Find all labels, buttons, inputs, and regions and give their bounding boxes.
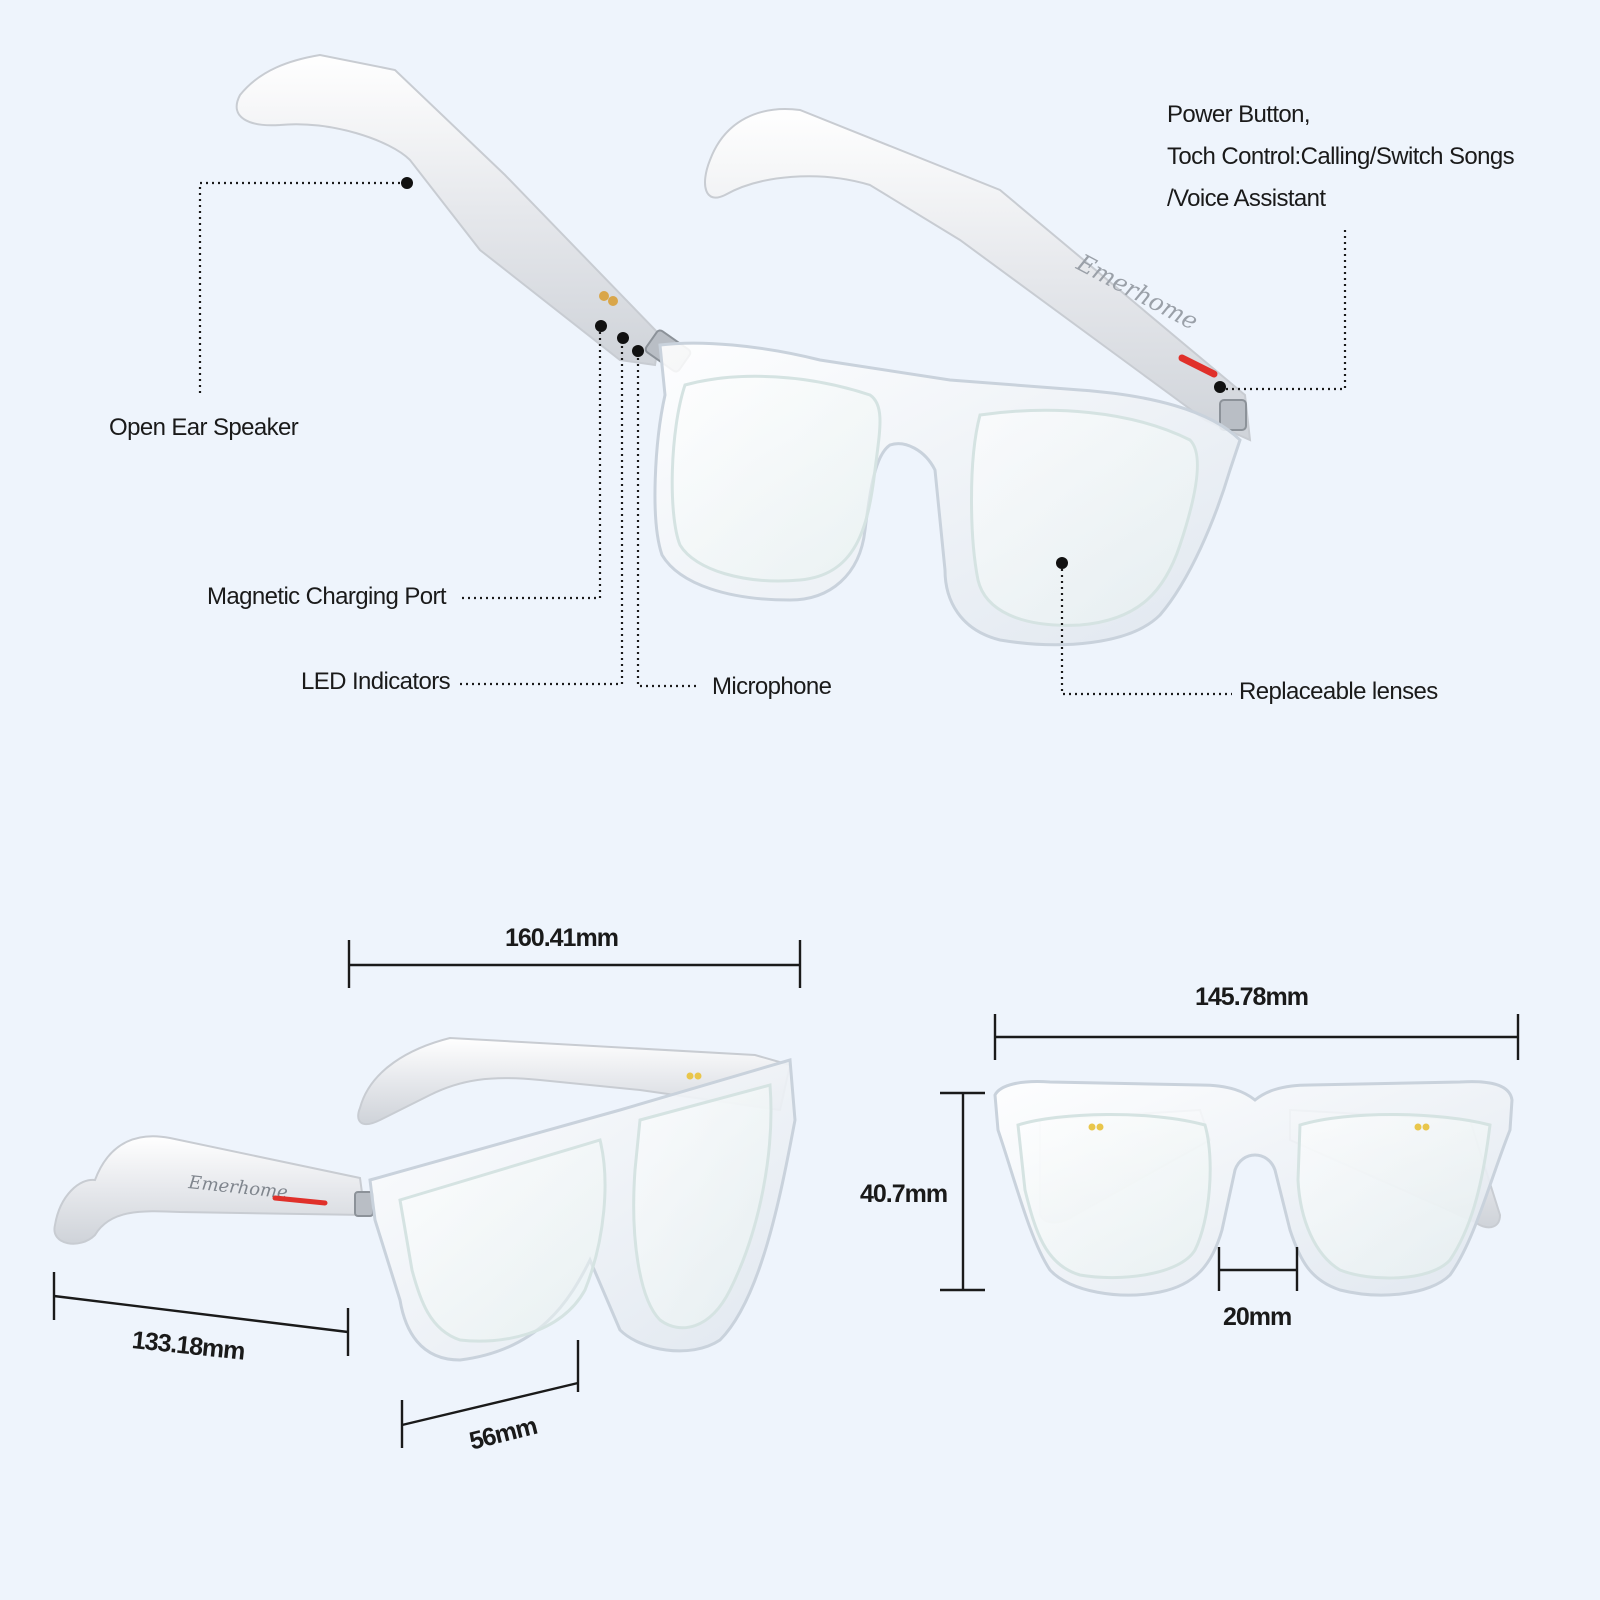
power-button-line-2: Toch Control:Calling/Switch Songs	[1167, 143, 1515, 170]
front-view-left-lens	[1016, 1113, 1212, 1280]
dim-frame-width: 145.78mm	[1195, 983, 1309, 1011]
callout-replaceable-lenses: Replaceable lenses	[1239, 678, 1438, 705]
dim-bridge-width: 20mm	[1223, 1303, 1292, 1331]
callout-led-indicators: LED Indicators	[301, 668, 451, 695]
power-button-line-3: /Voice Assistant	[1167, 185, 1326, 212]
dot-magnetic-port	[595, 320, 607, 332]
callout-power-button: Power Button, Toch Control:Calling/Switc…	[1167, 94, 1515, 220]
dot-microphone	[632, 345, 644, 357]
dot-led	[617, 332, 629, 344]
charging-contact	[1422, 1123, 1430, 1131]
dim-frame-height: 40.7mm	[860, 1180, 948, 1208]
right-temple-arm	[704, 108, 1252, 442]
charging-contact	[608, 296, 618, 306]
right-hinge	[1219, 399, 1247, 431]
glasses-side-view: Emerhome	[53, 1036, 797, 1362]
callout-open-ear-speaker: Open Ear Speaker	[109, 414, 299, 441]
dot-open-ear-speaker	[401, 177, 413, 189]
left-temple-arm	[235, 53, 662, 367]
side-view-right-lens	[632, 1083, 773, 1330]
dot-lens	[1056, 557, 1068, 569]
front-view-right-lens	[1296, 1113, 1492, 1280]
power-button-line-1: Power Button,	[1167, 101, 1311, 128]
side-view-left-lens	[398, 1138, 607, 1343]
charging-contact	[599, 291, 609, 301]
glasses-main-view: Emerhome	[235, 53, 1252, 647]
dot-power-button	[1214, 381, 1226, 393]
charging-contact	[1414, 1123, 1422, 1131]
callout-dots	[401, 177, 1226, 569]
callout-microphone: Microphone	[712, 673, 832, 700]
charging-contact	[694, 1072, 702, 1080]
charging-contact	[686, 1072, 694, 1080]
charging-contact	[1096, 1123, 1104, 1131]
left-lens	[670, 374, 882, 583]
side-view-hinge	[354, 1191, 374, 1217]
dimension-lines	[52, 940, 1520, 1448]
accent-stripe-side	[272, 1195, 328, 1206]
side-view-near-arm	[53, 1135, 367, 1245]
charging-contact	[1088, 1123, 1096, 1131]
side-view-far-arm	[357, 1036, 792, 1126]
callout-leaders	[198, 181, 1347, 696]
accent-stripe-top	[1178, 354, 1218, 378]
dim-overall-length: 160.41mm	[505, 924, 619, 952]
glasses-front-view	[993, 1080, 1514, 1297]
callout-magnetic-charging-port: Magnetic Charging Port	[207, 583, 447, 610]
right-lens	[970, 408, 1199, 627]
